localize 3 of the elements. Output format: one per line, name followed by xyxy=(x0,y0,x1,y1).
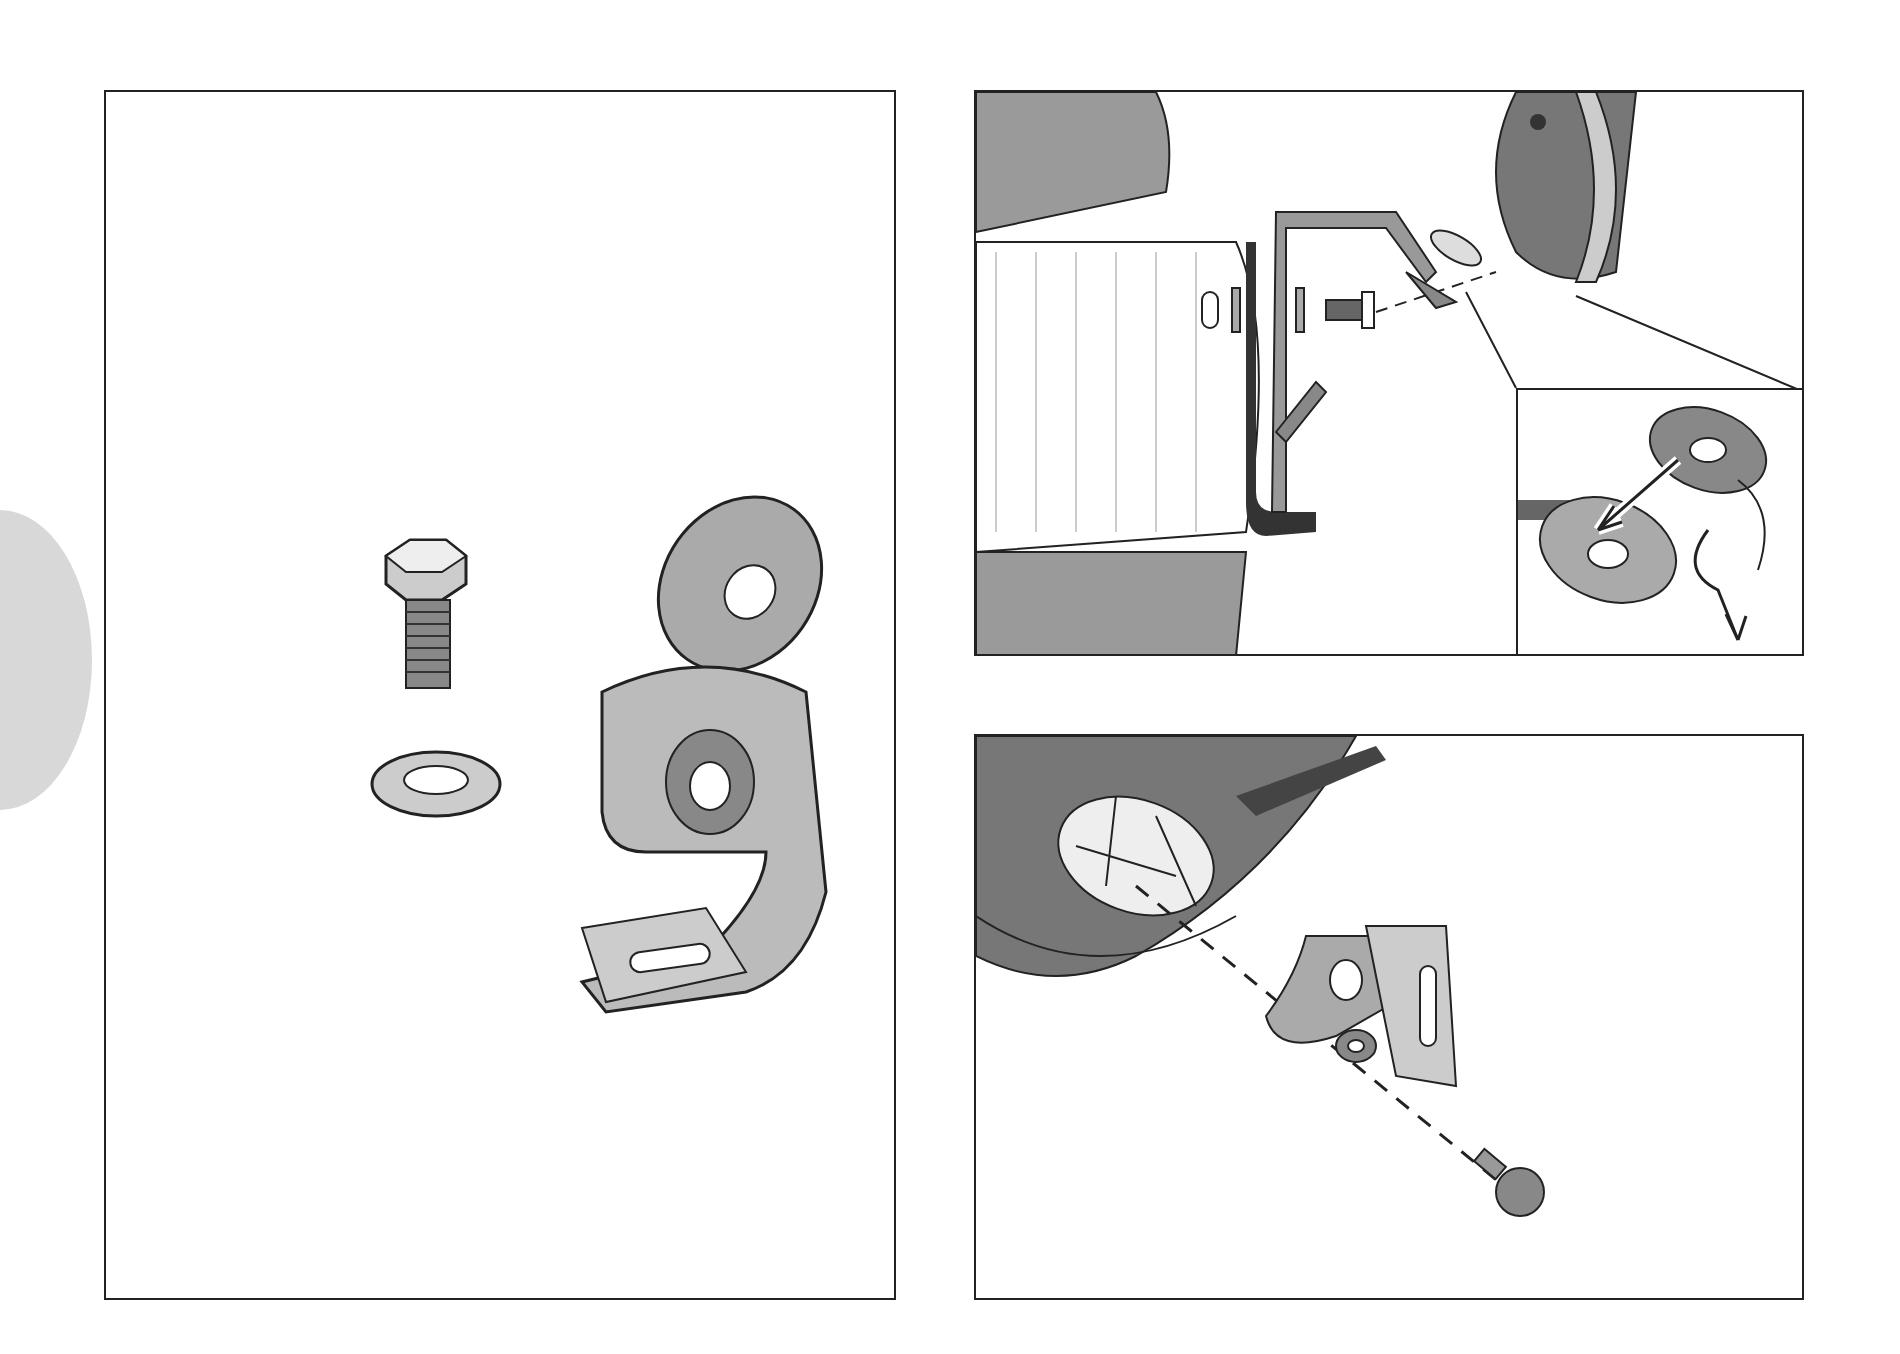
assembly-panel xyxy=(974,734,1804,1300)
detail-inset xyxy=(1516,388,1802,654)
parts-panel xyxy=(104,90,896,1300)
